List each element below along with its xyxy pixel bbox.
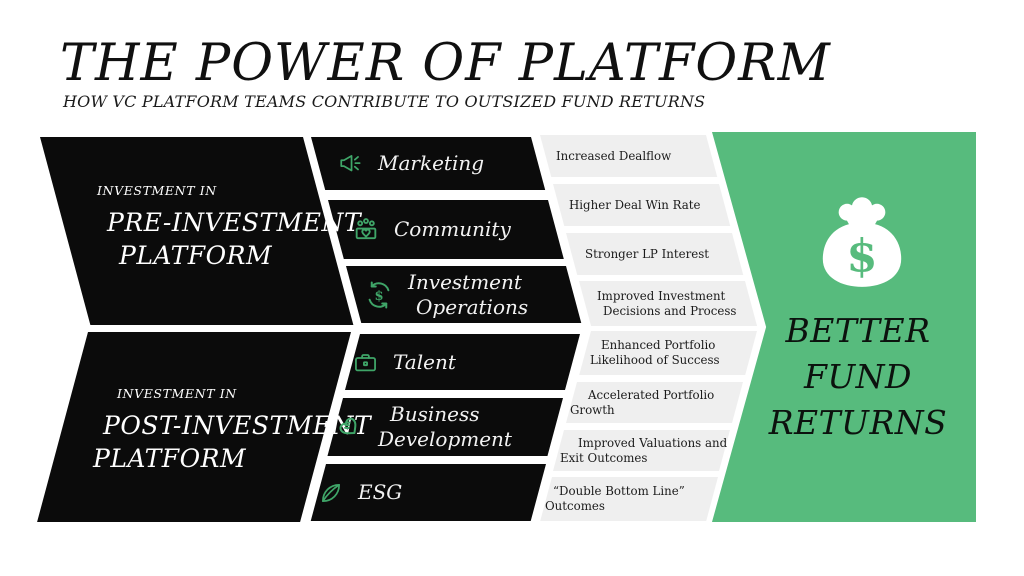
outcome-text-line2: Growth: [570, 402, 615, 417]
page-title: THE POWER OF PLATFORM: [60, 34, 831, 93]
result-line2: FUND: [803, 357, 913, 396]
outcome-row: Higher Deal Win Rate: [559, 184, 725, 226]
outcome-text: Enhanced Portfolio: [601, 338, 716, 352]
dollar-sign: $: [846, 229, 877, 282]
function-row-marketing: Marketing: [338, 137, 548, 190]
outcome-text: Increased Dealflow: [556, 148, 672, 163]
function-row-community: Community: [352, 200, 562, 259]
function-label-line2: Operations: [416, 294, 529, 319]
outcome-text-line2: Decisions and Process: [603, 303, 737, 318]
function-label: Talent: [393, 349, 456, 374]
outcome-text: Accelerated Portfolio: [588, 387, 715, 402]
pre-investment-eyebrow: INVESTMENT IN: [97, 183, 217, 198]
outcome-row: Accelerated Portfolio Growth: [570, 382, 740, 423]
outcome-text: Stronger LP Interest: [585, 246, 709, 261]
better-fund-returns-title: BETTER FUND RETURNS: [740, 308, 976, 446]
function-label: Marketing: [378, 151, 485, 175]
svg-text:$: $: [374, 288, 383, 303]
function-label: Investment: [408, 269, 522, 294]
post-investment-block-text: INVESTMENT IN POST-INVESTMENT PLATFORM: [93, 386, 371, 475]
function-label-line2: Development: [378, 427, 512, 451]
outcome-row: Improved Investment Decisions and Proces…: [585, 281, 755, 326]
outcome-text: “Double Bottom Line”: [553, 484, 685, 498]
handshake-icon: [339, 417, 357, 435]
function-label: Business: [390, 402, 480, 426]
page-subtitle: HOW VC PLATFORM TEAMS CONTRIBUTE TO OUTS…: [63, 92, 706, 111]
pre-investment-line2: PLATFORM: [119, 241, 273, 270]
function-label: Community: [394, 217, 511, 241]
function-row-esg: ESG: [318, 464, 528, 521]
outcome-row: Increased Dealflow: [546, 135, 712, 177]
post-investment-line2: PLATFORM: [93, 444, 247, 473]
post-investment-eyebrow: INVESTMENT IN: [117, 386, 237, 401]
result-line1: BETTER: [785, 311, 931, 350]
function-row-talent: Talent: [352, 334, 562, 390]
leaf-icon: [322, 483, 340, 502]
outcome-row: Enhanced Portfolio Likelihood of Success: [585, 331, 755, 375]
briefcase-icon: [355, 353, 376, 371]
megaphone-icon: [340, 154, 361, 171]
pre-investment-line1: PRE-INVESTMENT: [107, 208, 362, 237]
function-label: ESG: [358, 480, 403, 504]
dollar-cycle-icon: $: [368, 281, 390, 308]
result-line3: RETURNS: [768, 403, 948, 442]
outcome-row: Improved Valuations and Exit Outcomes: [558, 430, 728, 471]
community-icon: [355, 217, 377, 239]
outcome-text: Higher Deal Win Rate: [569, 197, 701, 212]
outcome-row: Stronger LP Interest: [572, 233, 738, 275]
outcome-text-line2: Outcomes: [545, 499, 605, 513]
outcome-text-line2: Likelihood of Success: [590, 353, 720, 367]
money-bag-icon: $: [822, 197, 902, 287]
outcome-text: Improved Valuations and: [578, 435, 728, 450]
outcome-row: “Double Bottom Line” Outcomes: [545, 477, 715, 521]
function-row-investment-operations: $ Investment Operations: [364, 266, 574, 323]
outcome-text-line2: Exit Outcomes: [560, 450, 648, 465]
post-investment-line1: POST-INVESTMENT: [103, 411, 372, 440]
function-row-business-development: Business Development: [334, 398, 554, 456]
outcome-text: Improved Investment: [597, 288, 726, 303]
pre-investment-block-text: INVESTMENT IN PRE-INVESTMENT PLATFORM: [95, 183, 361, 272]
